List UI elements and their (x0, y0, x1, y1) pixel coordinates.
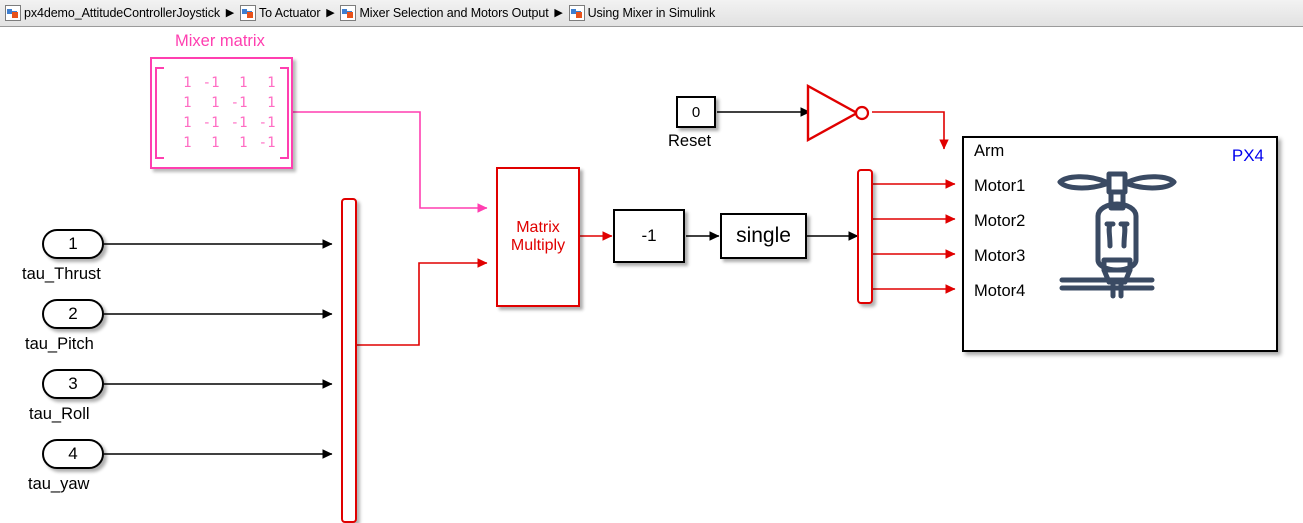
breadcrumb-item-4[interactable]: Using Mixer in Simulink (567, 2, 718, 24)
matrix-cell: 1 (267, 75, 276, 91)
breadcrumb-label: Mixer Selection and Motors Output (359, 6, 549, 20)
matrix-cell: -1 (230, 115, 248, 131)
constant-block[interactable]: 0 (676, 96, 716, 128)
mux-block[interactable] (341, 198, 357, 523)
px4-port-label-motor3: Motor3 (974, 247, 1026, 265)
matrix-cell: 1 (239, 75, 248, 91)
matrix-cell: 1 (267, 95, 276, 111)
matrix-cell: -1 (258, 115, 276, 131)
mixer-matrix-title: Mixer matrix (175, 32, 265, 50)
matrix-cell: 1 (211, 95, 220, 111)
not-gate-block[interactable] (806, 84, 878, 142)
matrix-cell: 1 (183, 135, 192, 151)
gain-block[interactable]: -1 (613, 209, 685, 263)
breadcrumb: px4demo_AttitudeControllerJoystick ▶ To … (0, 0, 1303, 27)
px4-port-label-arm: Arm (974, 142, 1005, 160)
bracket-left-icon (154, 67, 164, 159)
not-gate-triangle-icon (806, 84, 860, 142)
matrix-cell: 1 (183, 75, 192, 91)
px4-port-label-motor2: Motor2 (974, 212, 1026, 230)
inport-number: 3 (68, 374, 78, 393)
px4-port-label-motor4: Motor4 (974, 282, 1026, 300)
matrix-cell: 1 (211, 135, 220, 151)
inport-label-tau-roll: tau_Roll (29, 405, 90, 423)
demux-block[interactable] (857, 169, 873, 304)
mixer-matrix-grid: 1 -1 1 1 1 1 -1 1 1 -1 -1 -1 1 1 1 -1 (166, 75, 278, 151)
breadcrumb-label: px4demo_AttitudeControllerJoystick (24, 6, 221, 20)
simulink-canvas[interactable]: Mixer matrix 1 -1 1 1 1 1 -1 1 1 -1 -1 -… (0, 27, 1303, 523)
breadcrumb-item-3[interactable]: Mixer Selection and Motors Output (338, 2, 550, 24)
breadcrumb-item-2[interactable]: To Actuator (238, 2, 322, 24)
breadcrumb-separator-icon: ▶ (326, 6, 335, 19)
breadcrumb-separator-icon: ▶ (225, 6, 235, 19)
inport-label-tau-yaw: tau_yaw (28, 475, 90, 493)
px4-port-label-motor1: Motor1 (974, 177, 1026, 195)
subsystem-icon (340, 5, 357, 21)
inport-number: 2 (68, 304, 78, 323)
constant-label-reset: Reset (668, 132, 712, 150)
breadcrumb-item-1[interactable]: px4demo_AttitudeControllerJoystick (3, 2, 222, 24)
matrix-multiply-line1: Matrix (516, 218, 560, 236)
breadcrumb-label: Using Mixer in Simulink (587, 6, 716, 20)
inport-label-tau-thrust: tau_Thrust (22, 265, 101, 283)
constant-value: 0 (691, 103, 701, 121)
inport-number: 4 (68, 444, 78, 463)
wire-mixer-matrix-to-matrix-multiply (293, 111, 488, 213)
mixer-matrix-value: 1 -1 1 1 1 1 -1 1 1 -1 -1 -1 1 1 1 -1 (152, 59, 291, 167)
matrix-cell: 1 (239, 135, 248, 151)
matrix-multiply-block[interactable]: Matrix Multiply (496, 167, 580, 307)
px4-tag-label: PX4 (1231, 146, 1264, 165)
subsystem-icon (568, 5, 585, 21)
subsystem-icon (240, 5, 257, 21)
matrix-cell: 1 (183, 95, 192, 111)
inport-block-4[interactable]: 4 (42, 439, 104, 469)
matrix-multiply-line2: Multiply (510, 237, 566, 254)
data-type-conversion-block[interactable]: single (720, 213, 807, 259)
wire-mux-to-matrix-multiply (357, 258, 488, 346)
matrix-cell: 1 (183, 115, 192, 131)
inport-label-tau-pitch: tau_Pitch (25, 335, 94, 353)
matrix-cell: -1 (258, 135, 276, 151)
wire-not-to-arm (872, 111, 949, 150)
quadcopter-motor-icon (1057, 171, 1177, 299)
not-gate-bubble-icon (854, 105, 870, 121)
inport-block-1[interactable]: 1 (42, 229, 104, 259)
signal-lines (104, 107, 956, 459)
inport-block-2[interactable]: 2 (42, 299, 104, 329)
matrix-cell: -1 (202, 75, 220, 91)
mixer-matrix-block[interactable]: 1 -1 1 1 1 1 -1 1 1 -1 -1 -1 1 1 1 -1 (150, 57, 293, 169)
bracket-right-icon (279, 67, 289, 159)
data-type-conversion-value: single (736, 224, 791, 247)
breadcrumb-label: To Actuator (259, 6, 321, 20)
gain-value: -1 (641, 226, 657, 245)
subsystem-icon (5, 5, 21, 21)
breadcrumb-separator-icon: ▶ (554, 6, 563, 19)
matrix-cell: -1 (230, 95, 248, 111)
matrix-cell: -1 (202, 115, 220, 131)
px4-block[interactable]: PX4 Arm Motor1 Motor2 Motor3 Motor4 (962, 136, 1278, 352)
inport-block-3[interactable]: 3 (42, 369, 104, 399)
inport-number: 1 (68, 234, 78, 253)
